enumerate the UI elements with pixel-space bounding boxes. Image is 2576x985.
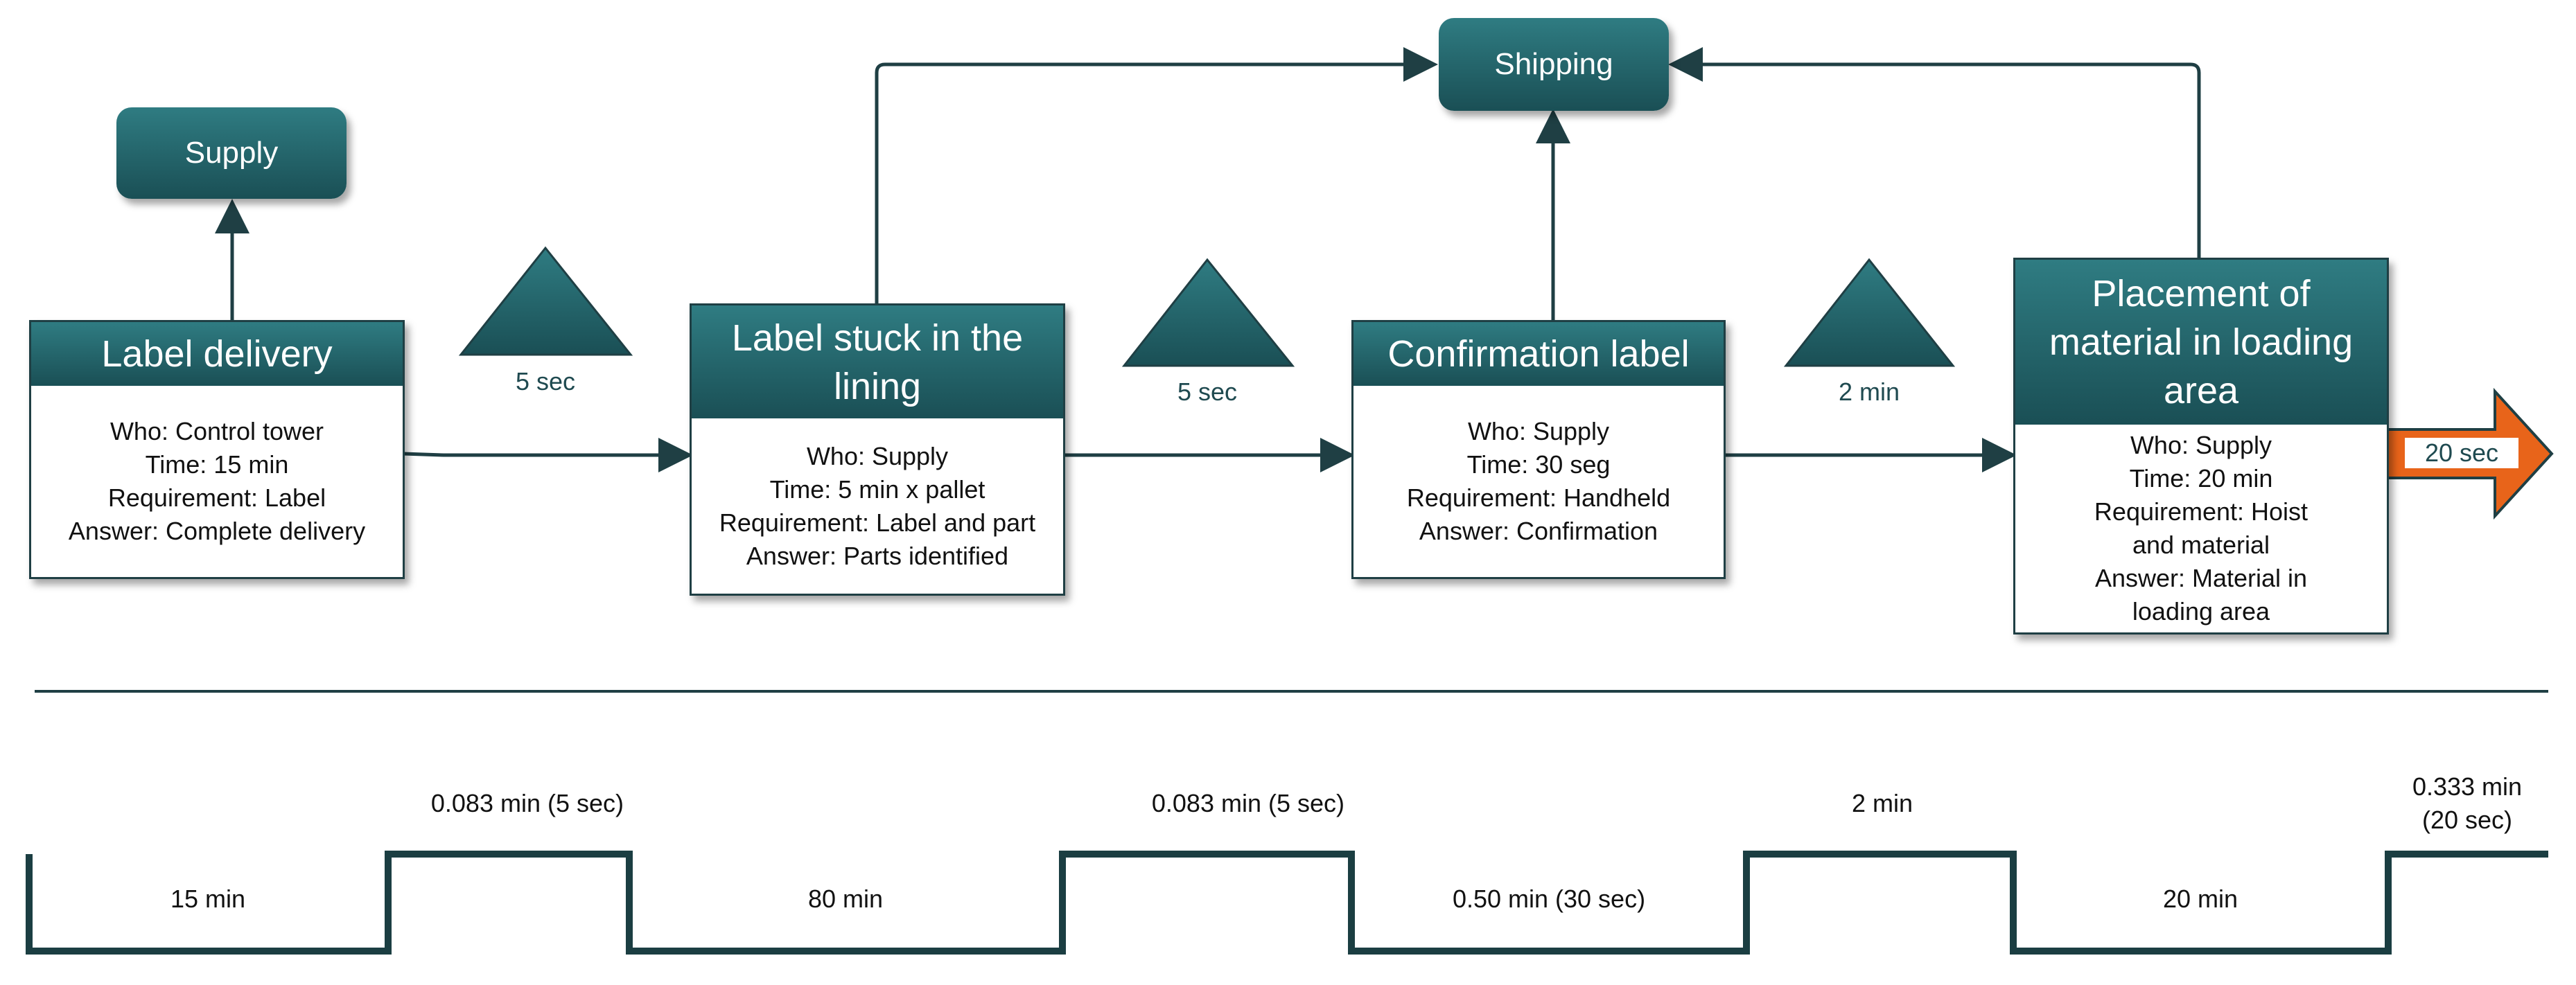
process-box-label-stuck: Label stuck in the lining Who: Supply Ti… [690, 303, 1065, 596]
inventory-label: 5 sec [1177, 378, 1238, 406]
process-box-confirmation-label: Confirmation label Who: Supply Time: 30 … [1351, 320, 1726, 579]
process-who: Who: Supply [1467, 417, 1610, 445]
exit-arrow-label: 20 sec [2405, 438, 2518, 468]
arrow-step2-to-shipping [875, 47, 1438, 303]
timeline-process-time: 15 min [170, 885, 246, 913]
timeline-wait-time: 0.333 min (20 sec) [2412, 772, 2523, 834]
process-time: Time: 30 seg [1466, 450, 1611, 479]
process-requirement: Requirement: Handheld [1406, 483, 1671, 512]
process-time: Time: 20 min [2129, 464, 2273, 492]
inventory-triangle-3 [1783, 258, 1956, 367]
inventory-triangle-1 [458, 246, 633, 356]
process-time: Time: 5 min x pallet [769, 474, 985, 504]
process-title: Confirmation label [1353, 322, 1724, 386]
process-time: Time: 15 min [145, 450, 289, 479]
process-answer: Answer: Complete delivery [68, 517, 366, 545]
process-requirement: Requirement: Label and part [719, 508, 1036, 537]
timeline-wait-time: 0.083 min (5 sec) [430, 789, 624, 817]
timeline-line [26, 851, 2548, 955]
timeline-wait-time: 2 min [1851, 789, 1913, 817]
inventory-triangle-2 [1121, 258, 1295, 367]
supply-node: Supply [116, 107, 347, 199]
process-answer: Answer: Parts identified [746, 541, 1009, 570]
process-who: Who: Supply [2130, 431, 2272, 459]
process-who: Who: Supply [806, 441, 949, 470]
process-answer: Answer: Confirmation [1419, 517, 1658, 545]
timeline-process-time: 0.50 min (30 sec) [1452, 885, 1646, 913]
supply-node-label: Supply [184, 136, 279, 170]
process-answer: Answer: Material in loading area [2094, 564, 2308, 625]
shipping-node-label: Shipping [1494, 47, 1613, 81]
process-title: Label stuck in the lining [692, 305, 1063, 418]
process-box-placement: Placement of material in loading area Wh… [2013, 258, 2389, 635]
arrow-step1-to-step2 [403, 438, 693, 472]
process-who: Who: Control tower [109, 417, 324, 445]
inventory-label: 5 sec [515, 367, 576, 396]
arrow-step4-to-shipping [1668, 47, 2201, 258]
shipping-node: Shipping [1439, 18, 1669, 111]
process-box-label-delivery: Label delivery Who: Control tower Time: … [29, 320, 405, 579]
timeline-process-time: 80 min [807, 885, 884, 913]
timeline-process-time: 20 min [2162, 885, 2238, 913]
timeline-wait-time: 0.083 min (5 sec) [1151, 789, 1344, 817]
process-requirement: Requirement: Hoist and material [2094, 497, 2308, 559]
inventory-label: 2 min [1838, 378, 1900, 406]
process-title: Placement of material in loading area [2015, 260, 2387, 425]
process-requirement: Requirement: Label [107, 483, 326, 512]
process-title: Label delivery [31, 322, 403, 386]
